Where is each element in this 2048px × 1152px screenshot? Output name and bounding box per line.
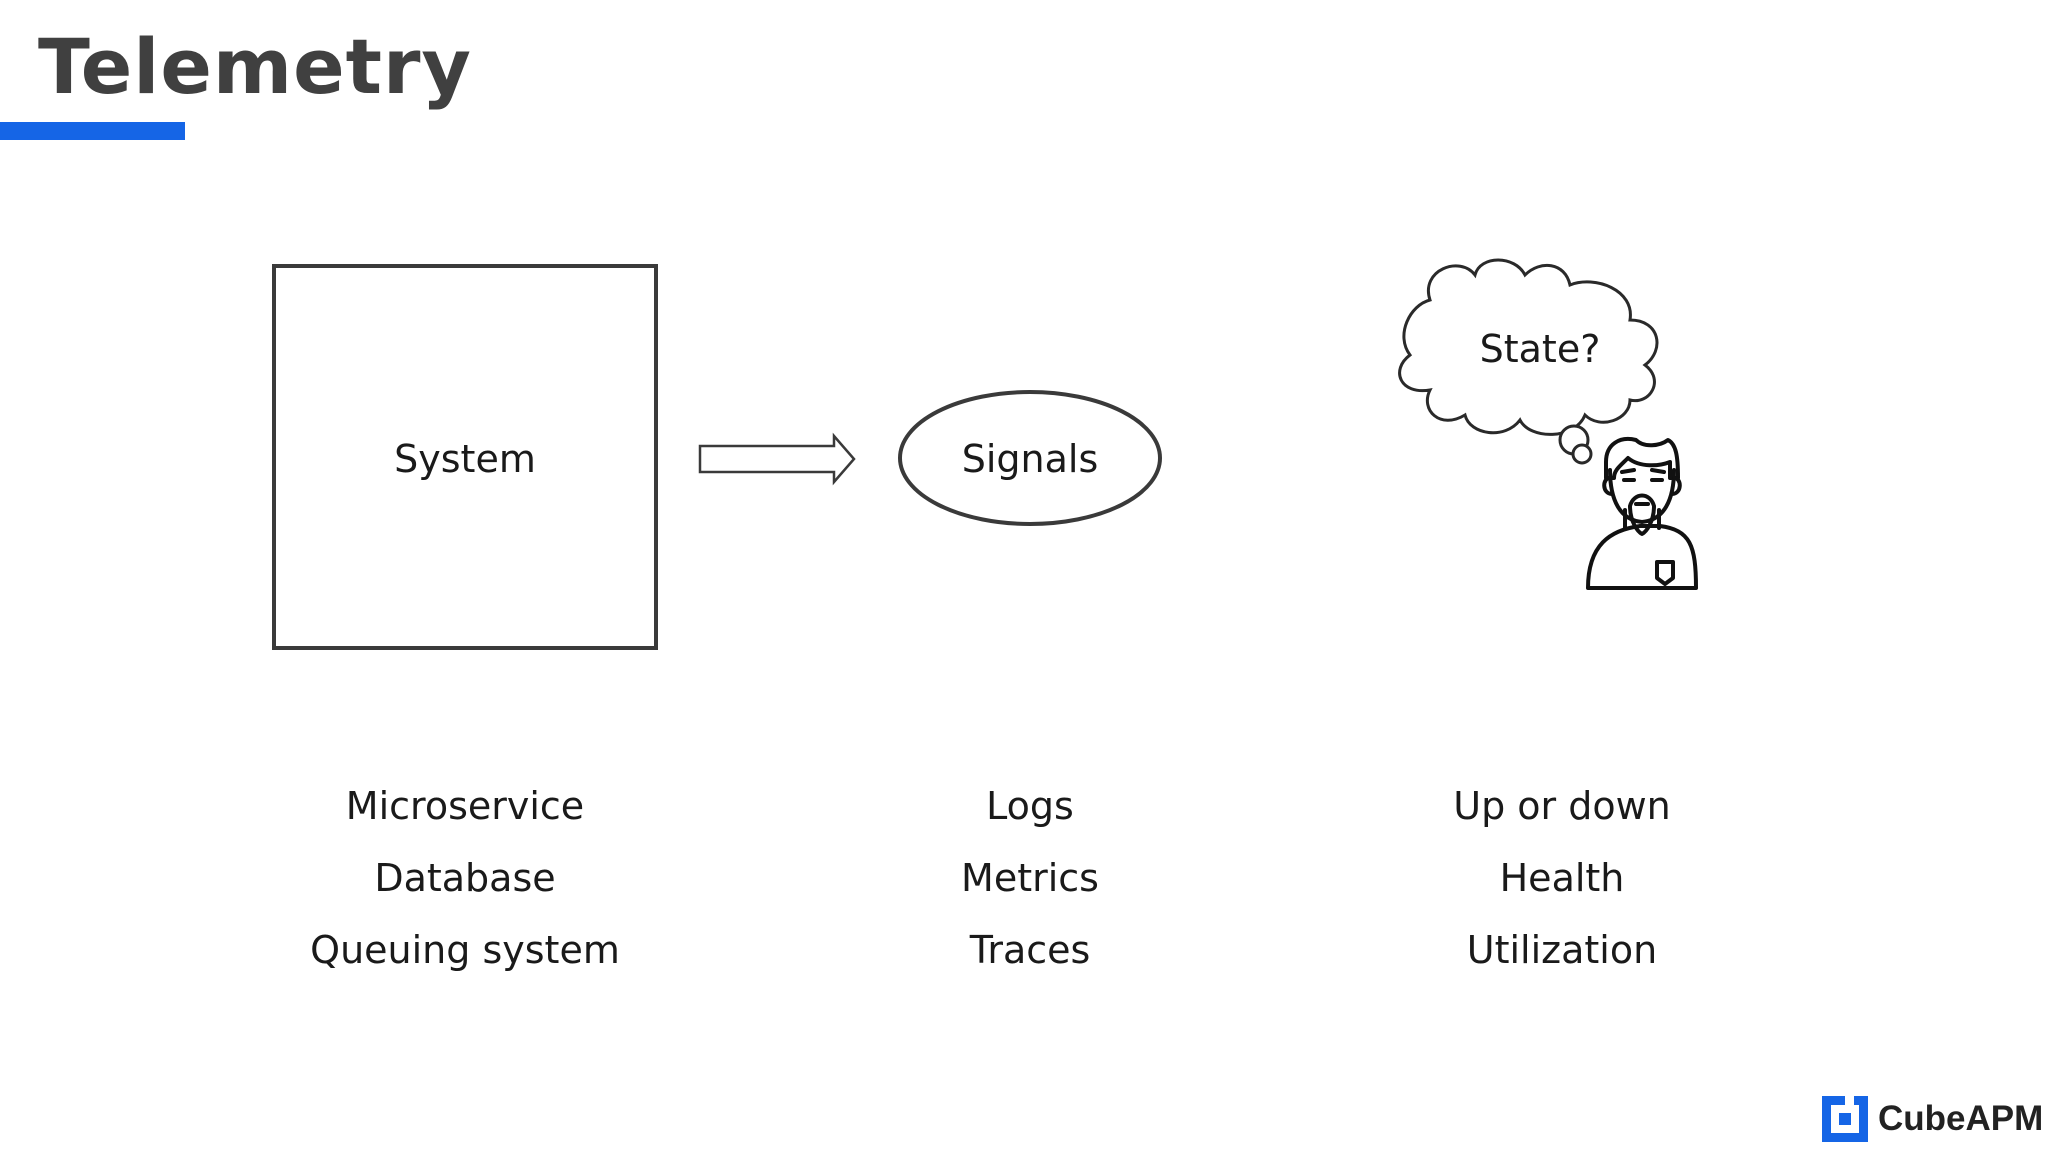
system-box: System xyxy=(272,264,658,650)
arrow-right-icon xyxy=(698,432,856,486)
signals-label: Signals xyxy=(962,437,1099,481)
state-example-item: Utilization xyxy=(1466,928,1658,972)
state-examples: Up or down Health Utilization xyxy=(1302,770,1822,986)
state-example-item: Health xyxy=(1499,856,1625,900)
signal-example-item: Logs xyxy=(986,784,1074,828)
system-label: System xyxy=(394,437,536,481)
thought-cloud-icon: State? xyxy=(1398,258,1659,465)
brand-name: CubeAPM xyxy=(1878,1099,2044,1138)
system-example-item: Database xyxy=(374,856,556,900)
state-example-item: Up or down xyxy=(1453,784,1671,828)
thought-label: State? xyxy=(1480,327,1601,371)
title-underline xyxy=(0,122,185,140)
system-example-item: Microservice xyxy=(345,784,585,828)
system-examples: Microservice Database Queuing system xyxy=(205,770,725,986)
signal-example-item: Traces xyxy=(969,928,1091,972)
signal-examples: Logs Metrics Traces xyxy=(770,770,1290,986)
person-thinking-icon xyxy=(1586,437,1698,590)
brand-logo: CubeAPM xyxy=(1822,1094,2043,1144)
signal-example-item: Metrics xyxy=(961,856,1099,900)
cubeapm-logo-icon xyxy=(1822,1096,1868,1142)
system-example-item: Queuing system xyxy=(310,928,620,972)
signals-ellipse: Signals xyxy=(898,390,1162,526)
page-title: Telemetry xyxy=(38,22,472,111)
